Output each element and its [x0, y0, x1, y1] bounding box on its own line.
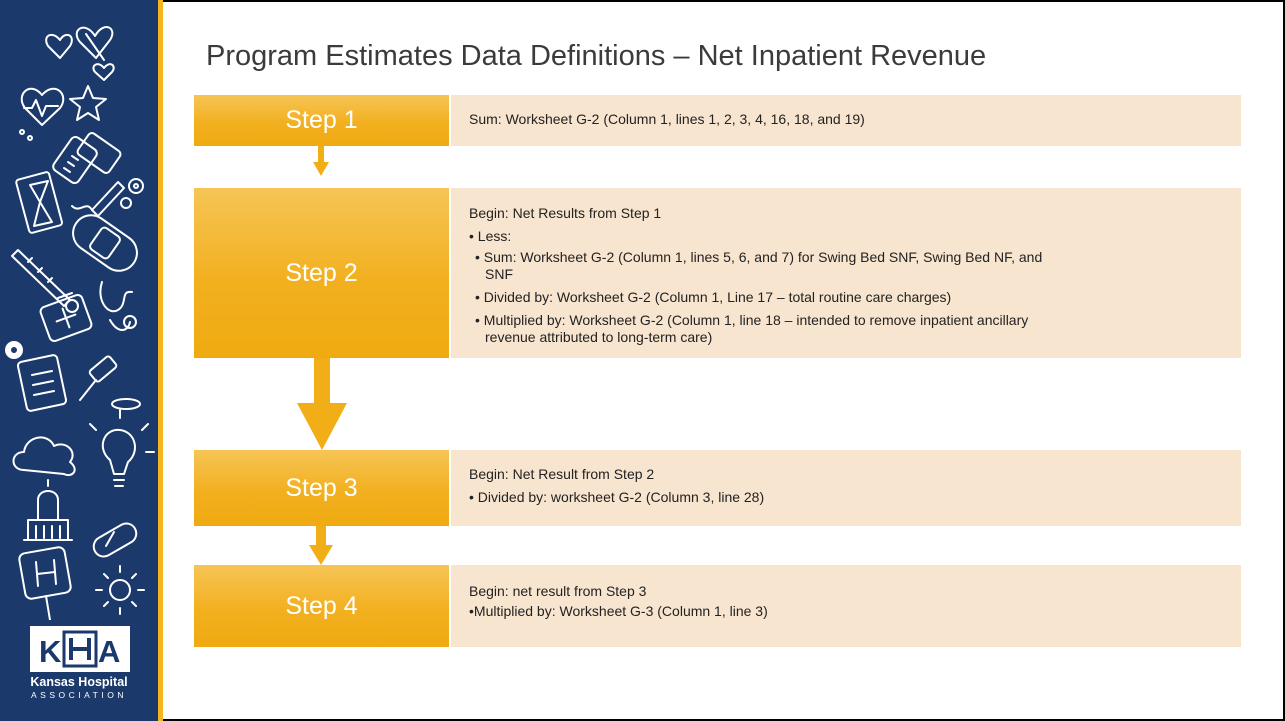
heartbeat-heart-icon: [19, 87, 65, 141]
step-2-line-2: • Less:: [469, 228, 512, 244]
step-2-line-7: revenue attributed to long-term care): [485, 329, 713, 345]
step-4-box: Step 4: [194, 565, 449, 647]
step-4-line-1: Begin: net result from Step 3: [469, 583, 647, 599]
step-3-box: Step 3: [194, 450, 449, 526]
hospital-sign-icon: [18, 546, 72, 620]
step-4-line-2: •Multiplied by: Worksheet G-3 (Column 1,…: [469, 603, 768, 619]
svg-text:A: A: [98, 634, 120, 669]
step-2-description: Begin: Net Results from Step 1 • Less: •…: [451, 188, 1241, 358]
step-1-label: Step 1: [285, 106, 358, 134]
svg-text:K: K: [39, 634, 62, 669]
slide-border-bottom: [0, 719, 1285, 721]
capitol-building-icon: [23, 479, 73, 541]
cloud-icon: [12, 436, 76, 476]
hourglass-icon: [15, 171, 63, 234]
gears-icon: [120, 178, 144, 209]
step-2-line-3: • Sum: Worksheet G-2 (Column 1, lines 5,…: [475, 249, 1043, 265]
clipboard-icon: [16, 354, 68, 412]
gavel-icon: [79, 355, 141, 410]
card-reader-icon: [52, 132, 122, 185]
step-3-line-1: Begin: Net Result from Step 2: [469, 466, 655, 482]
step-4-description: Begin: net result from Step 3 •Multiplie…: [451, 565, 1241, 647]
slide-border-right: [1283, 0, 1285, 721]
sidebar-accent-bar: [158, 0, 163, 721]
step-2-box: Step 2: [194, 188, 449, 358]
slide-title: Program Estimates Data Definitions – Net…: [206, 40, 987, 72]
thermometer-icon: [11, 249, 79, 313]
first-aid-kit-icon: [39, 292, 93, 343]
star-icon: [69, 85, 107, 121]
lightbulb-icon: [89, 409, 155, 487]
org-name: Kansas Hospital: [30, 675, 128, 689]
stethoscope-icon: [99, 281, 137, 331]
step-2-label: Step 2: [285, 258, 358, 287]
org-subname: ASSOCIATION: [31, 690, 127, 700]
step-1-line-1: Sum: Worksheet G-2 (Column 1, lines 1, 2…: [469, 111, 865, 127]
bandage-icon: [72, 214, 138, 272]
sidebar: K A Kansas Hospital ASSOCIATION: [0, 0, 158, 721]
hearts-icon: [45, 26, 115, 81]
pen-icon: [71, 181, 125, 217]
capsule-icon: [92, 522, 138, 558]
slide-border-top: [0, 0, 1285, 2]
step-3-line-2: • Divided by: worksheet G-2 (Column 3, l…: [469, 489, 765, 505]
step-3-description: Begin: Net Result from Step 2 • Divided …: [451, 450, 1241, 526]
step-2-line-1: Begin: Net Results from Step 1: [469, 205, 662, 221]
step-4-label: Step 4: [285, 591, 358, 620]
sidebar-doodles: [5, 26, 155, 620]
step-2-line-4: SNF: [485, 266, 513, 282]
sun-icon: [95, 565, 145, 615]
kha-logo: K A: [30, 626, 130, 672]
step-3-label: Step 3: [285, 473, 358, 502]
step-2-line-5: • Divided by: Worksheet G-2 (Column 1, L…: [475, 289, 952, 305]
step-2-line-6: • Multiplied by: Worksheet G-2 (Column 1…: [475, 312, 1029, 328]
step-1-description: Sum: Worksheet G-2 (Column 1, lines 1, 2…: [451, 95, 1241, 146]
step-1-box: Step 1: [194, 95, 449, 146]
